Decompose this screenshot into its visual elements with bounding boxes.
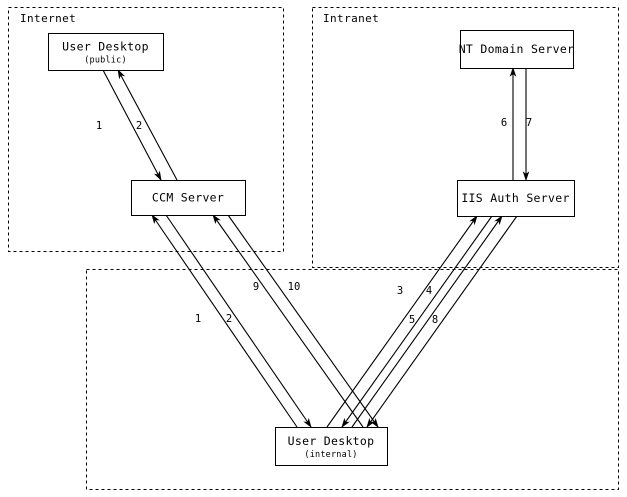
flow-arrow-flow-2-public <box>117 69 178 181</box>
zone-label-intranet: Intranet <box>323 12 379 25</box>
zone-label-internet: Internet <box>20 12 76 25</box>
flow-arrow-flow-2-internal <box>165 214 312 428</box>
zone-boundaries: Internet Intranet <box>8 7 619 490</box>
node-subtitle-user-desktop-public: (public) <box>84 56 127 66</box>
flow-label-flow-5: 5 <box>409 314 415 326</box>
node-user-desktop-internal: User Desktop (internal) <box>274 426 389 467</box>
flow-label-flow-3: 3 <box>397 285 403 297</box>
node-box-user-desktop-internal <box>274 426 389 467</box>
flow-label-flow-2-public: 2 <box>136 120 142 132</box>
node-title-user-desktop-internal: User Desktop <box>288 434 375 448</box>
node-box-iis-auth-server <box>456 179 576 218</box>
network-nodes: User Desktop (public) NT Domain ServerCCM … <box>47 29 576 467</box>
node-title-user-desktop-public: User Desktop <box>62 40 149 54</box>
flow-label-flow-4: 4 <box>426 285 432 297</box>
flow-step-labels: 1 2 6 7 1 2 9 10 3 4 5 8 <box>96 117 532 326</box>
flow-arrow-flow-10 <box>227 214 379 428</box>
node-iis-auth-server: IIS Auth Server <box>456 179 576 218</box>
flow-arrow-flow-4 <box>341 215 493 428</box>
node-ccm-server: CCM Server <box>130 179 247 217</box>
flow-arrow-flow-5 <box>351 215 503 428</box>
flow-label-flow-1-public: 1 <box>96 120 102 132</box>
flow-label-flow-10: 10 <box>288 281 301 293</box>
node-box-ccm-server <box>130 179 247 217</box>
flow-arrows <box>102 66 530 428</box>
flow-arrow-flow-9 <box>212 214 364 428</box>
flow-arrow-flow-3 <box>326 215 478 428</box>
node-title-nt-domain-server: NT Domain Server <box>459 42 575 56</box>
node-nt-domain-server: NT Domain Server <box>459 29 575 70</box>
node-box-user-desktop-public <box>47 32 165 72</box>
flow-label-flow-8: 8 <box>432 314 438 326</box>
node-title-ccm-server: CCM Server <box>152 191 224 205</box>
flow-label-flow-6: 6 <box>501 117 507 129</box>
zone-boundary-internal-zone <box>86 269 619 490</box>
zone-boundary-internet <box>8 7 284 252</box>
zone-boundary-intranet <box>312 7 619 268</box>
node-title-iis-auth-server: IIS Auth Server <box>461 191 569 205</box>
node-user-desktop-public: User Desktop (public) <box>47 32 165 72</box>
flow-arrow-flow-8 <box>366 215 518 428</box>
flow-label-flow-9: 9 <box>253 281 259 293</box>
flow-arrow-flow-1-internal <box>151 214 298 428</box>
node-box-nt-domain-server <box>459 29 575 70</box>
flow-arrow-flow-1-public <box>102 69 162 181</box>
node-subtitle-user-desktop-internal: (internal) <box>304 450 357 460</box>
flow-label-flow-1-internal: 1 <box>195 313 201 325</box>
flow-label-flow-2-internal: 2 <box>226 313 232 325</box>
flow-label-flow-7: 7 <box>526 117 532 129</box>
